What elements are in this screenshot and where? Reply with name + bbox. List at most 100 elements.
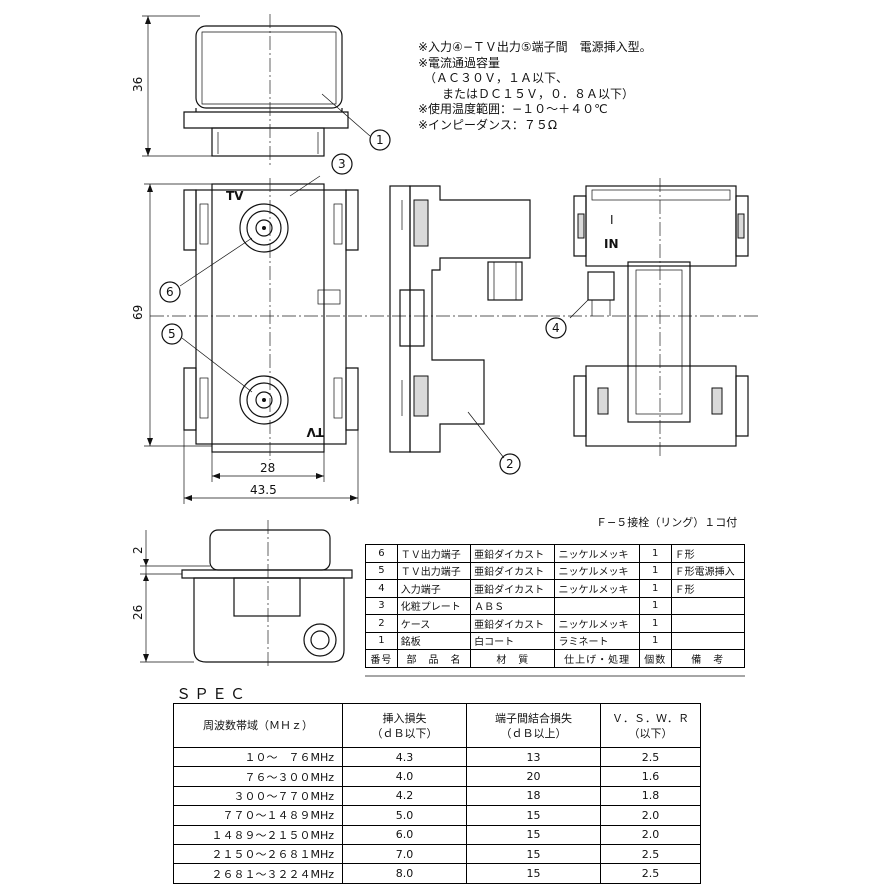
note-line: （ＡＣ３０Ｖ，１Ａ以下、 <box>418 71 569 85</box>
cell: 亜鉛ダイカスト <box>470 561 556 580</box>
dim-2: 2 <box>131 546 145 554</box>
callout-4: 4 <box>545 317 567 339</box>
top-view <box>142 14 349 168</box>
cell: ニッケルメッキ <box>554 561 640 580</box>
cell <box>670 614 746 633</box>
callout-2: 2 <box>499 453 521 475</box>
dim-28: 28 <box>260 461 275 475</box>
cell: 2 <box>365 614 398 633</box>
table-row: 2 ケース 亜鉛ダイカスト ニッケルメッキ 1 <box>365 614 746 633</box>
header-sublabel: （以下） <box>628 726 673 740</box>
accessory-note: Ｆ−５接栓（リング）１コ付 <box>596 516 738 529</box>
header-label: Ｖ．Ｓ．Ｗ．Ｒ <box>612 711 689 725</box>
cell: 亜鉛ダイカスト <box>470 544 556 563</box>
dim-69: 69 <box>131 305 145 320</box>
spec-table: 周波数帯域（ＭＨｚ） 挿入損失 （ｄＢ以下） 端子間結合損失 （ｄＢ以上） Ｖ．… <box>173 703 701 884</box>
cell: 15 <box>466 824 601 845</box>
header-cell: 材 質 <box>470 649 556 668</box>
cell: ニッケルメッキ <box>554 579 640 598</box>
cell: ＡＢＳ <box>470 596 556 615</box>
header-cell: 周波数帯域（ＭＨｚ） <box>173 703 343 748</box>
table-row: １０〜 ７６MHz 4.3 13 2.5 <box>173 746 701 768</box>
cell: Ｆ形 <box>670 579 746 598</box>
header-sublabel: （ｄＢ以下） <box>371 726 438 740</box>
note-line: ※インピーダンス：７５Ω <box>418 117 557 132</box>
cell: ＴＶ出力端子 <box>396 544 472 563</box>
cell: 20 <box>466 766 601 787</box>
cell: 亜鉛ダイカスト <box>470 579 556 598</box>
header-cell: 個数 <box>638 649 672 668</box>
cell: 6.0 <box>342 824 467 845</box>
front-view <box>144 175 760 504</box>
note-line: またはＤＣ１５Ｖ，０．８Ａ以下） <box>418 86 635 101</box>
cell: 1.8 <box>600 785 701 807</box>
header-cell: 端子間結合損失 （ｄＢ以上） <box>466 703 601 748</box>
cell: 白コート <box>470 631 556 650</box>
bottom-side-view <box>140 520 353 668</box>
cell: １０〜 ７６MHz <box>173 746 343 768</box>
cell: 2.0 <box>600 805 701 826</box>
header-sublabel: （ｄＢ以上） <box>500 726 567 740</box>
table-row: ２６８１〜３２２４MHz 8.0 15 2.5 <box>173 863 701 884</box>
cell: 15 <box>466 843 601 865</box>
cell: 3 <box>365 596 398 615</box>
cell: 2.5 <box>600 843 701 865</box>
cell: 1 <box>638 561 672 580</box>
header-label: 挿入損失 <box>382 711 427 725</box>
table-row: 6 ＴＶ出力端子 亜鉛ダイカスト ニッケルメッキ 1 Ｆ形 <box>365 544 746 563</box>
cell: ２６８１〜３２２４MHz <box>173 863 343 884</box>
cell: 1 <box>638 596 672 615</box>
tv-label-bottom: TV <box>306 425 324 439</box>
table-header-row: 周波数帯域（ＭＨｚ） 挿入損失 （ｄＢ以下） 端子間結合損失 （ｄＢ以上） Ｖ．… <box>173 703 701 748</box>
table-row: 5 ＴＶ出力端子 亜鉛ダイカスト ニッケルメッキ 1 Ｆ形電源挿入 <box>365 561 746 580</box>
dim-43-5: 43.5 <box>250 483 277 497</box>
header-label: 端子間結合損失 <box>495 711 572 725</box>
tv-label-top: TV <box>226 189 244 203</box>
cell: 4.3 <box>342 746 467 768</box>
cell: 化粧プレート <box>396 596 472 615</box>
note-line: ※電流通過容量 <box>418 55 501 70</box>
cell: 5 <box>365 561 398 580</box>
dim-36: 36 <box>131 77 145 92</box>
svg-text:4: 4 <box>552 321 560 335</box>
cell <box>670 596 746 615</box>
table-row: 4 入力端子 亜鉛ダイカスト ニッケルメッキ 1 Ｆ形 <box>365 579 746 598</box>
cell: 銘板 <box>396 631 472 650</box>
callout-6: 6 <box>159 281 181 303</box>
table-row: １４８９〜２１５０MHz 6.0 15 2.0 <box>173 824 701 845</box>
svg-text:5: 5 <box>168 327 176 341</box>
svg-text:3: 3 <box>338 157 346 171</box>
cell: 1 <box>638 544 672 563</box>
header-cell: 備 考 <box>670 649 746 668</box>
cell: ３００〜７７０MHz <box>173 785 343 807</box>
cell: 8.0 <box>342 863 467 884</box>
cell: 2.5 <box>600 746 701 768</box>
cell: 4.0 <box>342 766 467 787</box>
callout-3: 3 <box>331 153 353 175</box>
cell: ７７０〜１４８９MHz <box>173 805 343 826</box>
dim-26: 26 <box>131 605 145 620</box>
cell: ７６〜３００MHz <box>173 766 343 787</box>
cell: Ｆ形 <box>670 544 746 563</box>
header-label: 周波数帯域（ＭＨｚ） <box>203 719 313 732</box>
cell: Ｆ形電源挿入 <box>670 561 746 580</box>
table-row: 3 化粧プレート ＡＢＳ 1 <box>365 596 746 615</box>
cell: ニッケルメッキ <box>554 544 640 563</box>
spec-title: ＳＰＥＣ <box>176 685 249 703</box>
cell: ケース <box>396 614 472 633</box>
table-row: ２１５０〜２６８１MHz 7.0 15 2.5 <box>173 843 701 865</box>
cell: 1 <box>638 579 672 598</box>
header-cell: 部 品 名 <box>396 649 472 668</box>
header-cell: 仕上げ・処理 <box>554 649 640 668</box>
rear-view <box>569 178 749 456</box>
cell: 2.0 <box>600 824 701 845</box>
cell: 1 <box>365 631 398 650</box>
cell: 2.5 <box>600 863 701 884</box>
in-mark: I <box>610 213 614 227</box>
cell: 6 <box>365 544 398 563</box>
cell: 4.2 <box>342 785 467 807</box>
table-row: ３００〜７７０MHz 4.2 18 1.8 <box>173 785 701 807</box>
cell: ニッケルメッキ <box>554 614 640 633</box>
cell: 18 <box>466 785 601 807</box>
side-view <box>389 185 531 459</box>
